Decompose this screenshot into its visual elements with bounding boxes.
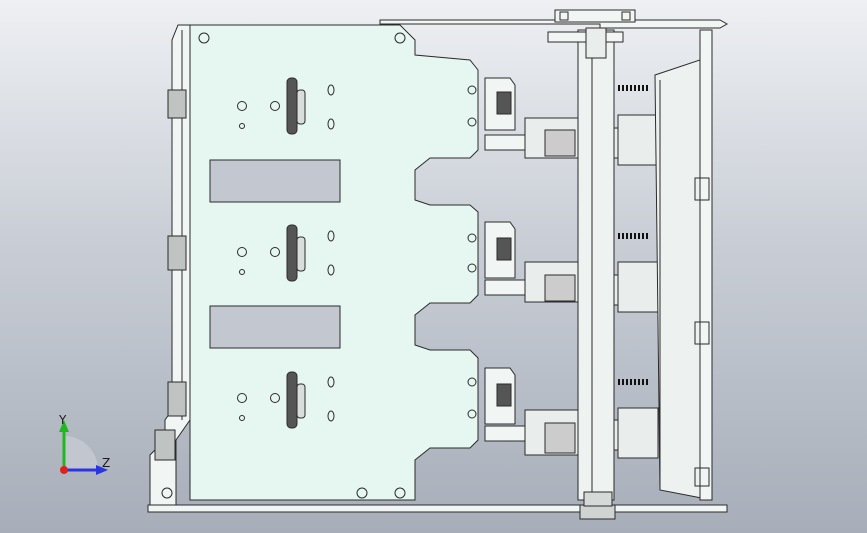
z-axis-label: Z xyxy=(102,456,111,470)
hinge-top xyxy=(167,89,187,119)
contact-row-1 xyxy=(237,77,659,166)
triad-background xyxy=(64,436,98,470)
top-bracket xyxy=(554,9,636,23)
drive-shaft xyxy=(577,29,615,501)
top-rail xyxy=(379,19,729,29)
y-axis-label: Y xyxy=(59,413,67,427)
view-orientation-triad xyxy=(59,420,108,475)
origin-marker xyxy=(60,466,68,474)
cutout-upper xyxy=(209,159,341,203)
contact-row-2 xyxy=(237,221,659,313)
hinge-bottom xyxy=(167,381,187,417)
bottom-rail xyxy=(147,504,728,513)
contact-row-3 xyxy=(237,367,659,459)
main-plate xyxy=(189,24,479,501)
hinge-mid xyxy=(167,235,187,271)
cutout-lower xyxy=(209,305,341,349)
